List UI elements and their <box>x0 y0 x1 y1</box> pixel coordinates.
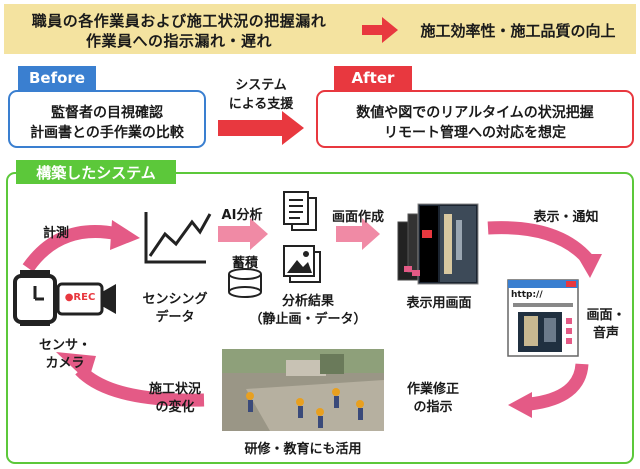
after-box: 数値や図でのリアルタイムの状況把握 リモート管理への対応を想定 <box>316 90 634 148</box>
change-line-1: 施工状況 <box>148 382 201 397</box>
rec-badge: ●REC <box>64 292 96 303</box>
browser-window <box>507 279 579 357</box>
measure-label: 計測 <box>42 226 69 241</box>
display-screen-label: 表示用画面 <box>406 296 472 311</box>
transition-line-1: システム <box>235 78 287 93</box>
notify-arrow <box>487 221 596 267</box>
before-box: 監督者の目視確認 計画書との手作業の比較 <box>8 90 206 148</box>
ai-arrow <box>218 218 268 250</box>
display-screen-image <box>397 203 479 285</box>
after-tag: After <box>334 66 412 90</box>
screen-voice-line-2: 音声 <box>592 326 619 341</box>
system-tag: 構築したシステム <box>16 160 176 184</box>
top-banner: 職員の各作業員および施工状況の把握漏れ 作業員への指示漏れ・遅れ 施工効率性・施… <box>4 4 636 54</box>
training-label: 研修・教育にも活用 <box>244 442 362 457</box>
measure-arrow <box>22 225 120 272</box>
screen-create-arrow <box>336 218 380 250</box>
after-line-1: 数値や図でのリアルタイムの状況把握 <box>356 105 594 121</box>
change-line-2: の変化 <box>155 400 195 415</box>
result-text: 施工効率性・施工品質の向上 <box>420 22 616 40</box>
sensing-line-1: センシング <box>142 292 208 307</box>
document-icon <box>283 191 317 231</box>
correction-line-2: の指示 <box>413 400 453 415</box>
line-chart-icon <box>144 212 212 264</box>
issue-line-1: 職員の各作業員および施工状況の把握漏れ <box>31 12 327 30</box>
watch-icon <box>13 270 57 326</box>
sensing-line-2: データ <box>155 310 195 325</box>
after-line-2: リモート管理への対応を想定 <box>384 125 566 141</box>
notify-label: 表示・通知 <box>533 210 599 225</box>
sensor-line-1: センサ・ <box>38 338 91 353</box>
transition-line-2: による支援 <box>228 97 294 112</box>
camera-icon <box>56 282 116 316</box>
correction-arrow <box>529 363 589 411</box>
screen-voice-line-1: 画面・ <box>586 308 626 323</box>
sensor-line-2: カメラ <box>45 356 85 371</box>
result-line-2: （静止画・データ） <box>249 312 367 327</box>
issue-line-2: 作業員への指示漏れ・遅れ <box>85 32 272 50</box>
correction-line-1: 作業修正 <box>406 382 459 397</box>
ai-label: AI分析 <box>221 208 263 223</box>
store-label: 蓄積 <box>231 256 258 271</box>
url-text: http:// <box>511 290 543 300</box>
before-line-2: 計画書との手作業の比較 <box>30 125 184 141</box>
construction-site-photo <box>222 349 384 431</box>
right-arrow-icon <box>362 17 398 43</box>
before-tag: Before <box>18 66 96 90</box>
before-line-1: 監督者の目視確認 <box>51 105 163 121</box>
transition-arrow-icon <box>218 111 304 145</box>
screen-create-label: 画面作成 <box>331 210 384 225</box>
result-line-1: 分析結果 <box>281 294 334 309</box>
database-icon <box>228 268 262 298</box>
image-icon <box>283 245 321 283</box>
